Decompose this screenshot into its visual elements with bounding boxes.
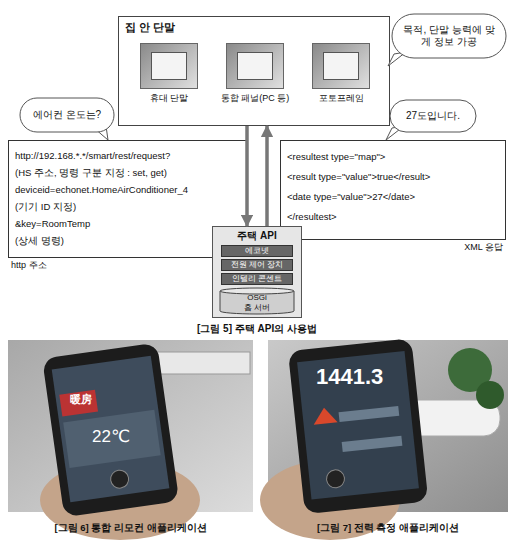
aircon-unit	[150, 352, 250, 374]
flow-arrow	[265, 126, 269, 226]
phone-screen	[297, 351, 419, 500]
code-line: </resultest>	[287, 207, 499, 227]
figure-caption: [그림 7] 전력 측정 애플리케이션	[268, 522, 508, 535]
code-line: (기기 ID 지정)	[15, 198, 241, 215]
bubble-text: 에어컨 온도는?	[33, 109, 101, 121]
bubble-node: 에어컨 온도는?	[20, 98, 114, 132]
bubble-body: 에어컨 온도는?	[20, 98, 114, 132]
figure-caption: [그림 5] 주택 API의 사용법	[0, 322, 514, 336]
phone-screen	[52, 356, 170, 503]
bubble-node: 27도입니다.	[390, 100, 476, 132]
box-caption: http 주소	[11, 259, 47, 272]
bubble-text: 27도입니다.	[406, 110, 460, 122]
plant	[476, 381, 504, 409]
bubble-text: 목적, 단말 능력에 맞게 정보 가공	[402, 24, 496, 48]
device-screen	[323, 52, 359, 80]
module-text: 인텔리 콘센트	[222, 274, 292, 284]
group-heading: 집 안 단말	[125, 20, 175, 35]
cylinder-body	[220, 291, 294, 314]
trend-arrow	[312, 406, 338, 424]
code-line: http://192.168.*.*/smart/rest/request?	[15, 147, 241, 164]
flow-arrow	[245, 126, 249, 226]
module-text: 에코넷	[222, 246, 292, 256]
cylinder-body-text: OSGi홈 서버	[219, 293, 295, 313]
screen-text: 暖房	[70, 392, 110, 407]
img-node: 포토프레임	[305, 43, 377, 121]
refresh-button	[326, 469, 346, 489]
code-line: <date type="value">27</date>	[287, 187, 499, 207]
bubble-node: 목적, 단말 능력에 맞게 정보 가공	[392, 14, 506, 58]
device-label: 포토프레임	[305, 93, 377, 104]
device-label: 휴대 단말	[133, 93, 205, 104]
code-node: <resultest type="map"><result type="valu…	[280, 140, 506, 240]
bubble-outline	[392, 14, 506, 58]
device-picture	[226, 43, 284, 89]
reading-line	[342, 436, 403, 452]
code-line: deviceid=echonet.HomeAirConditioner_4	[15, 181, 241, 198]
device-screen	[237, 52, 273, 80]
chip-node: 에코넷	[221, 245, 293, 257]
img-node: 휴대 단말	[133, 43, 205, 121]
bubble-body: 27도입니다.	[390, 100, 476, 132]
code-line: (상세 명령)	[15, 232, 241, 249]
cyl-node: OSGi홈 서버	[219, 287, 295, 315]
device-label: 통합 패널(PC 등)	[219, 93, 291, 104]
device-picture	[140, 43, 198, 89]
bubble-outline	[390, 100, 476, 132]
code-line: <result type="value">true</result>	[287, 167, 499, 187]
api-node: 주택 API 에코넷전원 제어 장치인텔리 콘센트 OSGi홈 서버	[212, 226, 302, 318]
figure-caption: [그림 6] 통합 리모컨 애플리케이션	[8, 522, 253, 535]
img-node: 통합 패널(PC 등)	[219, 43, 291, 121]
code-line: <resultest type="map">	[287, 147, 499, 167]
phone-body	[288, 338, 428, 514]
power-button	[109, 469, 129, 489]
bubble-outline	[20, 98, 114, 132]
chip-node: 전원 제어 장치	[221, 259, 293, 271]
bubble-body: 목적, 단말 능력에 맞게 정보 가공	[392, 14, 506, 58]
phone-body	[42, 343, 179, 518]
box-caption: XML 응답	[464, 241, 503, 254]
group-node: 집 안 단말휴대 단말 통합 패널(PC 등) 포토프레임	[118, 16, 390, 126]
server-text: OSGi	[219, 293, 295, 303]
reading-line	[339, 406, 400, 422]
device-screen	[151, 52, 187, 80]
screen-text: 22℃	[92, 426, 152, 447]
module-text: 전원 제어 장치	[222, 260, 292, 270]
api-title: 주택 API	[213, 229, 301, 243]
temp-panel	[63, 410, 161, 468]
device-picture	[312, 43, 370, 89]
server-text: 홈 서버	[219, 303, 295, 313]
screen-text: 1441.3	[316, 364, 416, 390]
code-line: (HS 주소, 명령 구분 지정 : set, get)	[15, 164, 241, 181]
code-line: &key=RoomTemp	[15, 215, 241, 232]
remote-photo	[8, 340, 253, 512]
chip-node: 인텔리 콘센트	[221, 273, 293, 285]
